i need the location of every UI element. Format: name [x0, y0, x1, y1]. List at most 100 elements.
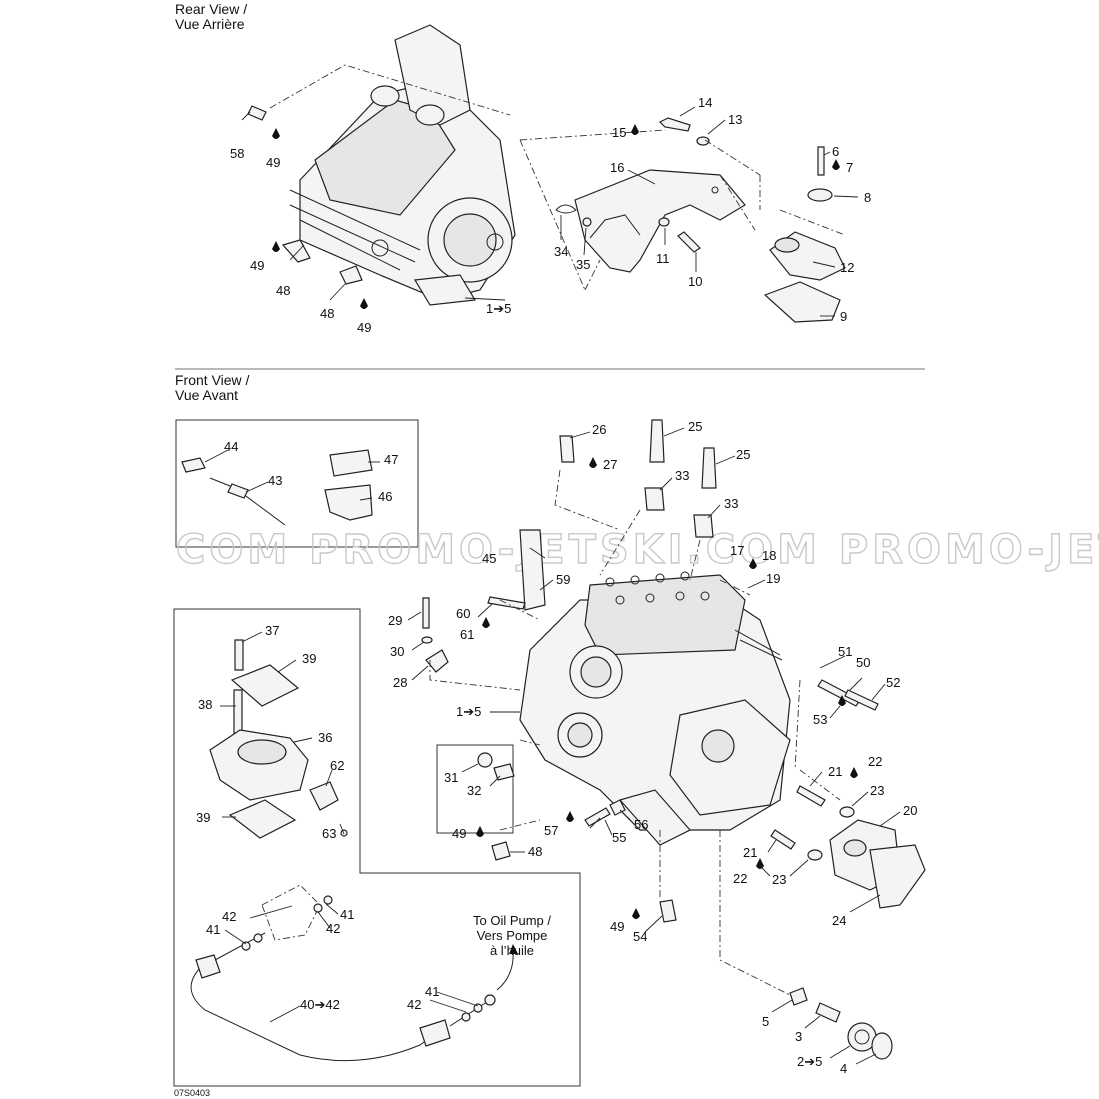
callout-52: 52 — [886, 675, 900, 690]
callout-28: 28 — [393, 675, 407, 690]
front-engine-assembly — [519, 571, 791, 846]
callout-31: 31 — [444, 770, 458, 785]
cap-5 — [789, 987, 808, 1006]
callout-44: 44 — [224, 439, 238, 454]
rear-fasteners — [247, 105, 363, 285]
callout-10: 10 — [688, 274, 702, 289]
washer-13 — [696, 136, 710, 146]
washer-23a — [839, 806, 855, 818]
callout-35: 35 — [576, 257, 590, 272]
callout-60: 60 — [456, 606, 470, 621]
callout-51: 51 — [838, 644, 852, 659]
cable-holder-47 — [329, 449, 373, 477]
rear-view-title-fr: Vue Arrière — [175, 16, 245, 32]
callout-50: 50 — [856, 655, 870, 670]
callout-21a: 21 — [828, 764, 842, 779]
bracket-28 — [425, 649, 449, 673]
front-view-title-fr: Vue Avant — [175, 387, 238, 403]
shaft-38 — [233, 689, 243, 736]
washer-30 — [421, 636, 433, 644]
callout-39b: 39 — [196, 810, 210, 825]
oil-drop-markers — [272, 124, 858, 919]
callout-62: 62 — [330, 758, 344, 773]
callout-34: 34 — [554, 244, 568, 259]
callout-6: 6 — [832, 144, 839, 159]
mount-plate-9 — [763, 281, 841, 323]
callout-56: 56 — [634, 817, 648, 832]
spark-plug-25b — [701, 447, 717, 489]
callout-41a: 41 — [206, 922, 220, 937]
watermark: COM PROMO-JETSKI.COM PROMO-JETSKI — [176, 527, 1099, 573]
callout-54: 54 — [633, 929, 647, 944]
front-ref-lines — [429, 469, 841, 996]
callout-63: 63 — [322, 826, 336, 841]
callout-25b: 25 — [736, 447, 750, 462]
callout-42a: 42 — [222, 909, 236, 924]
callout-25a: 25 — [688, 419, 702, 434]
callout-36: 36 — [318, 730, 332, 745]
bolt-52 — [844, 689, 879, 711]
plug-cap-33b — [693, 514, 714, 538]
spark-plug-25a — [649, 419, 665, 463]
callout-49c: 49 — [357, 320, 371, 335]
plug-cap-33a — [644, 487, 665, 511]
clip-34 — [555, 204, 577, 214]
callout-1to5a: 1➔5 — [486, 301, 511, 316]
callout-22b: 22 — [733, 871, 747, 886]
bolt-60 — [487, 596, 526, 610]
washer-8 — [807, 188, 833, 202]
bolt-6 — [817, 146, 825, 176]
callout-9: 9 — [840, 309, 847, 324]
callout-22a: 22 — [868, 754, 882, 769]
callout-42b: 42 — [326, 921, 340, 936]
pin-21a — [796, 785, 826, 807]
callout-39a: 39 — [302, 651, 316, 666]
callout-23a: 23 — [870, 783, 884, 798]
callout-17: 17 — [730, 543, 744, 558]
gasket-39a — [230, 664, 300, 707]
callout-48b: 48 — [320, 306, 334, 321]
oil-pump-inset-box — [173, 608, 581, 1087]
callout-11: 11 — [656, 251, 670, 266]
callout-53: 53 — [813, 712, 827, 727]
throttle-cable-inset-box — [175, 419, 419, 548]
oil-pump-note-line3: à l’huile — [490, 943, 534, 958]
detail-inset-box — [436, 744, 514, 834]
fitting-48 — [491, 841, 511, 861]
callout-26: 26 — [592, 422, 606, 437]
bolt-55 — [584, 807, 611, 827]
callout-57: 57 — [544, 823, 558, 838]
callout-37: 37 — [265, 623, 279, 638]
callout-45: 45 — [482, 551, 496, 566]
callout-47: 47 — [384, 452, 398, 467]
fitting-3 — [815, 1002, 841, 1023]
rear-view-title: Rear View / — [175, 1, 247, 17]
callout-41c: 41 — [425, 984, 439, 999]
screw-29 — [422, 597, 430, 629]
callout-33a: 33 — [675, 468, 689, 483]
callout-49a: 49 — [266, 155, 280, 170]
oil-pump-note-line2: Vers Pompe — [477, 928, 548, 943]
callout-12: 12 — [840, 260, 854, 275]
callout-7: 7 — [846, 160, 853, 175]
callout-48a: 48 — [276, 283, 290, 298]
callout-2to5: 2➔5 — [797, 1054, 822, 1069]
callout-24: 24 — [832, 913, 846, 928]
callout-59: 59 — [556, 572, 570, 587]
fitting-32 — [493, 763, 515, 781]
screw-37 — [234, 639, 244, 671]
bolt-14 — [658, 117, 691, 132]
callout-61: 61 — [460, 627, 474, 642]
callout-13: 13 — [728, 112, 742, 127]
washer-11 — [658, 217, 670, 227]
nut-35 — [582, 217, 592, 227]
callout-20: 20 — [903, 803, 917, 818]
callout-14: 14 — [698, 95, 712, 110]
temp-sensor-26 — [559, 435, 575, 463]
callout-21b: 21 — [743, 845, 757, 860]
callout-48c: 48 — [528, 844, 542, 859]
oil-pump-ghost — [261, 884, 321, 941]
pin-21b — [770, 829, 796, 850]
callout-labels: 14 13 15 16 6 7 8 12 9 11 10 34 35 58 49… — [196, 95, 917, 1076]
callout-8: 8 — [864, 190, 871, 205]
